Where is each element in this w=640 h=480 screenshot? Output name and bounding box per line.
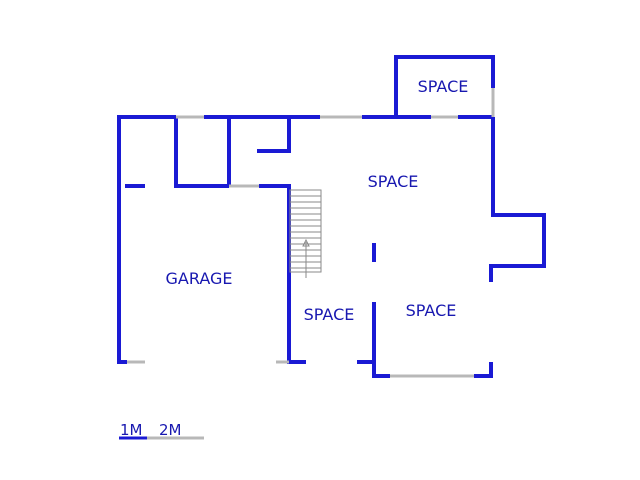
staircase xyxy=(289,189,322,278)
wall-lower-right xyxy=(474,362,493,378)
wall-utility-a xyxy=(174,117,229,188)
scale-label-1m: 1M xyxy=(120,421,143,439)
wall-utility-c xyxy=(257,117,291,153)
wall-garage-right xyxy=(259,184,306,364)
scale-label-2m: 2M xyxy=(159,421,182,439)
room-labels: SPACE SPACE GARAGE SPACE SPACE xyxy=(166,77,469,324)
scale-bar: 1M 2M xyxy=(119,421,204,440)
room-label-garage: GARAGE xyxy=(166,269,233,288)
room-label-main: SPACE xyxy=(368,172,419,191)
walls xyxy=(117,55,546,378)
room-label-lower: SPACE xyxy=(406,301,457,320)
wall-right-upper xyxy=(489,117,546,282)
wall-top-left xyxy=(117,115,176,186)
room-label-top: SPACE xyxy=(418,77,469,96)
room-label-passage: SPACE xyxy=(304,305,355,324)
wall-garage-left xyxy=(117,186,127,364)
door-marks xyxy=(127,88,495,378)
wall-top-room xyxy=(394,55,495,117)
wall-lower-bottom xyxy=(372,302,390,378)
